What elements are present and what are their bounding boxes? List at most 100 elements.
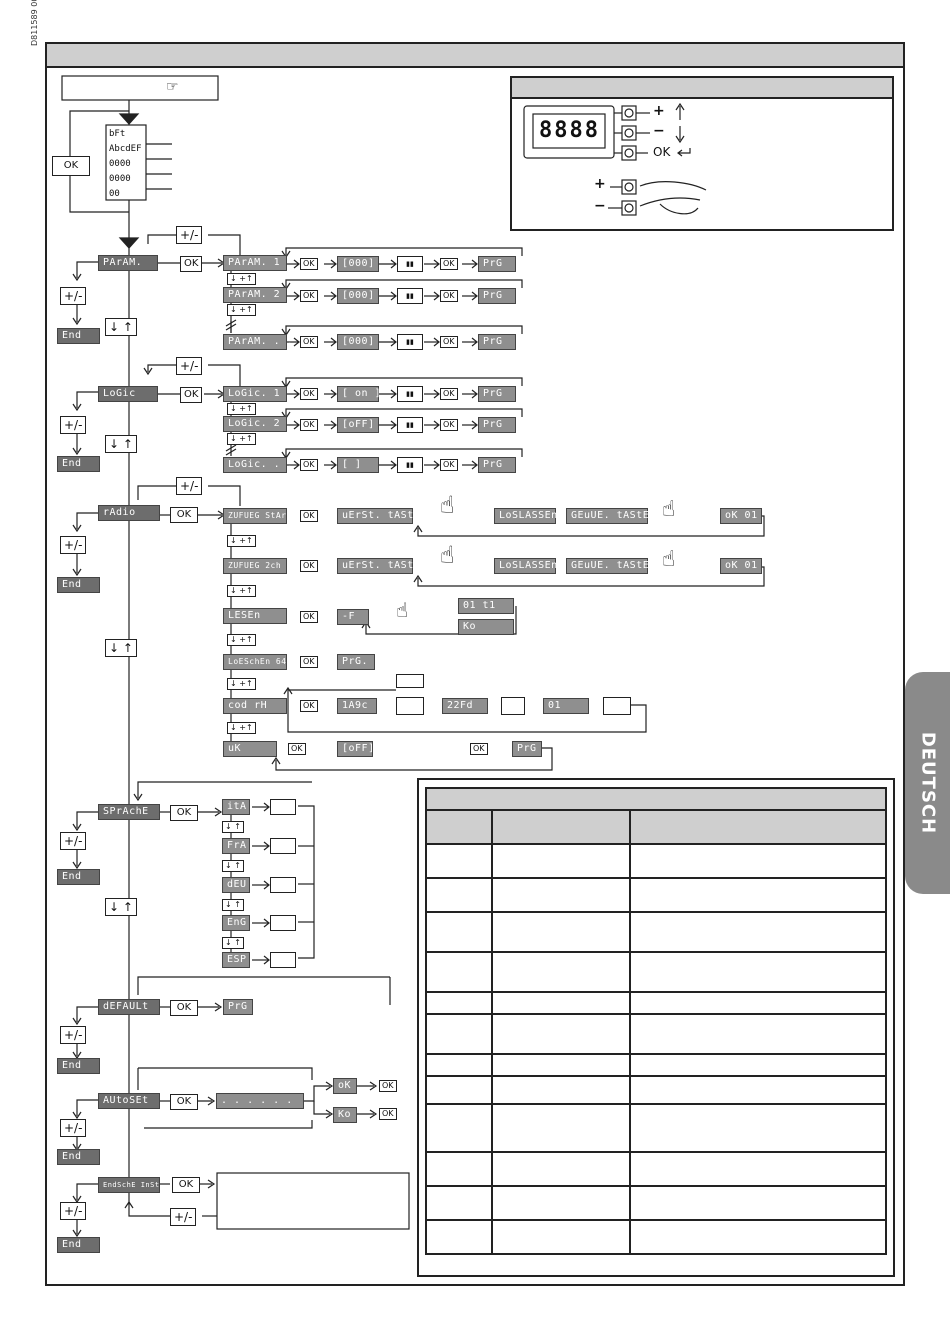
keypad-plus-label: + — [653, 103, 665, 119]
endstop-end[interactable]: End — [57, 1237, 100, 1253]
param-item-n[interactable]: PArAM. . . . — [223, 334, 306, 350]
ok-key[interactable] — [622, 146, 636, 160]
language-item-0[interactable]: itA — [222, 799, 250, 815]
autoset-end[interactable]: End — [57, 1149, 100, 1165]
param-item-1[interactable]: PArAM. 1 — [223, 255, 287, 271]
start-ok-button[interactable]: OK — [52, 156, 90, 176]
radio-end[interactable]: End — [57, 577, 100, 593]
radio-nav-3[interactable]: ↓ +↑ — [227, 634, 256, 646]
radio-code-ok[interactable]: OK — [300, 700, 318, 712]
logic-item-2[interactable]: LoGic. 2 — [223, 416, 287, 432]
language-end[interactable]: End — [57, 869, 100, 885]
param-plusminus-left[interactable]: +/- — [60, 287, 87, 305]
radio-ok-button[interactable]: OK — [170, 507, 198, 523]
endstop-plusminus-left[interactable]: +/- — [60, 1202, 87, 1220]
language-nav-1[interactable]: ↓ ↑ — [222, 860, 244, 872]
logic-nav-2[interactable]: ↓ +↑ — [227, 433, 256, 445]
radio-nav-2[interactable]: ↓ +↑ — [227, 585, 256, 597]
param-nav-2[interactable]: ↓ +↑ — [227, 304, 256, 316]
logic-item-1[interactable]: LoGic. 1 — [223, 386, 287, 402]
param-ok-button[interactable]: OK — [180, 256, 203, 272]
language-updown[interactable]: ↓ ↑ — [105, 898, 137, 916]
radio-item-add-start[interactable]: ZUFUEG StArt — [223, 508, 291, 524]
language-nav-2[interactable]: ↓ ↑ — [222, 899, 244, 911]
menu-param[interactable]: PArAM. — [98, 255, 158, 271]
menu-autoset[interactable]: AUtoSEt — [98, 1093, 160, 1109]
radio-delete-ok[interactable]: OK — [300, 656, 318, 668]
radio-start-ok[interactable]: OK — [300, 510, 318, 522]
language-side-tab: DEUTSCH — [905, 672, 950, 894]
autoset-ko-confirm[interactable]: OK — [379, 1108, 397, 1120]
language-ok-button[interactable]: OK — [170, 805, 198, 821]
logic-row-n-ok-2[interactable]: OK — [440, 459, 458, 471]
autoset-ok-confirm[interactable]: OK — [379, 1080, 397, 1092]
default-ok-button[interactable]: OK — [170, 1000, 198, 1016]
logic-nav-1[interactable]: ↓ +↑ — [227, 403, 256, 415]
param-row-2-keypad-icon: ▮▮ — [397, 288, 423, 304]
logic-row-1-ok[interactable]: OK — [300, 388, 318, 400]
param-row-2-ok[interactable]: OK — [300, 290, 318, 302]
logic-row-2-ok-2[interactable]: OK — [440, 419, 458, 431]
minus-key[interactable] — [622, 126, 636, 140]
default-plusminus-left[interactable]: +/- — [60, 1026, 87, 1044]
logic-updown[interactable]: ↓ ↑ — [105, 435, 137, 453]
radio-item-add-2ch[interactable]: ZUFUEG 2ch — [223, 558, 287, 574]
logic-row-1-ok-2[interactable]: OK — [440, 388, 458, 400]
param-row-1-ok-2[interactable]: OK — [440, 258, 458, 270]
param-item-2[interactable]: PArAM. 2 — [223, 287, 287, 303]
menu-default[interactable]: dEFAULt — [98, 999, 160, 1015]
language-plusminus-left[interactable]: +/- — [60, 832, 87, 850]
logic-row-2-ok[interactable]: OK — [300, 419, 318, 431]
plus-key[interactable] — [622, 106, 636, 120]
radio-item-code[interactable]: cod rH — [223, 698, 287, 714]
menu-endstop[interactable]: EndSchE InSt — [98, 1177, 160, 1193]
radio-item-uk[interactable]: uK — [223, 741, 277, 757]
logic-end[interactable]: End — [57, 456, 100, 472]
autoset-plusminus-left[interactable]: +/- — [60, 1119, 87, 1137]
menu-logic[interactable]: LoGic — [98, 386, 158, 402]
radio-nav-4[interactable]: ↓ +↑ — [227, 678, 256, 690]
param-plusminus-button[interactable]: +/- — [176, 226, 203, 244]
endstop-ok-button[interactable]: OK — [172, 1177, 200, 1193]
logic-ok-button[interactable]: OK — [180, 387, 203, 403]
language-item-2[interactable]: dEU — [222, 877, 250, 893]
param-row-1-ok[interactable]: OK — [300, 258, 318, 270]
radio-read-ok[interactable]: OK — [300, 611, 318, 623]
param-updown[interactable]: ↓ ↑ — [105, 318, 137, 336]
menu-radio[interactable]: rAdio — [98, 505, 160, 521]
table-title-row — [425, 787, 887, 811]
radio-plusminus-button[interactable]: +/- — [176, 477, 203, 495]
param-row-2-ok-2[interactable]: OK — [440, 290, 458, 302]
default-prg: PrG — [223, 999, 253, 1015]
autoset-ok-button[interactable]: OK — [170, 1094, 198, 1110]
language-box-0 — [270, 799, 296, 815]
param-nav-1[interactable]: ↓ +↑ — [227, 273, 256, 285]
param-row-n-ok[interactable]: OK — [300, 336, 318, 348]
language-item-1[interactable]: FrA — [222, 838, 250, 854]
radio-uk-ok[interactable]: OK — [288, 743, 306, 755]
language-nav-0[interactable]: ↓ ↑ — [222, 821, 244, 833]
radio-item-read[interactable]: LESEn — [223, 608, 287, 624]
default-end[interactable]: End — [57, 1058, 100, 1074]
param-row-n-ok-2[interactable]: OK — [440, 336, 458, 348]
radio-nav-5[interactable]: ↓ +↑ — [227, 722, 256, 734]
autoset-ko-result: Ko — [333, 1107, 357, 1123]
logic-plusminus-left[interactable]: +/- — [60, 416, 87, 434]
radio-updown[interactable]: ↓ ↑ — [105, 639, 137, 657]
table-row — [425, 1219, 887, 1255]
radio-item-delete[interactable]: LoESchEn 64 — [223, 654, 287, 670]
remote-press-icon: ☝ — [440, 491, 455, 519]
radio-uk-ok-2[interactable]: OK — [470, 743, 488, 755]
radio-plusminus-left[interactable]: +/- — [60, 536, 87, 554]
radio-2ch-ok[interactable]: OK — [300, 560, 318, 572]
logic-plusminus-button[interactable]: +/- — [176, 357, 203, 375]
language-item-4[interactable]: ESP — [222, 952, 250, 968]
radio-nav-1[interactable]: ↓ +↑ — [227, 535, 256, 547]
menu-language[interactable]: SPrAchE — [98, 804, 160, 820]
logic-row-n-ok[interactable]: OK — [300, 459, 318, 471]
endstop-plusminus[interactable]: +/- — [170, 1208, 197, 1226]
language-item-3[interactable]: EnG — [222, 915, 250, 931]
logic-item-n[interactable]: LoGic. . . . — [223, 457, 306, 473]
language-nav-3[interactable]: ↓ ↑ — [222, 937, 244, 949]
param-end[interactable]: End — [57, 328, 100, 344]
